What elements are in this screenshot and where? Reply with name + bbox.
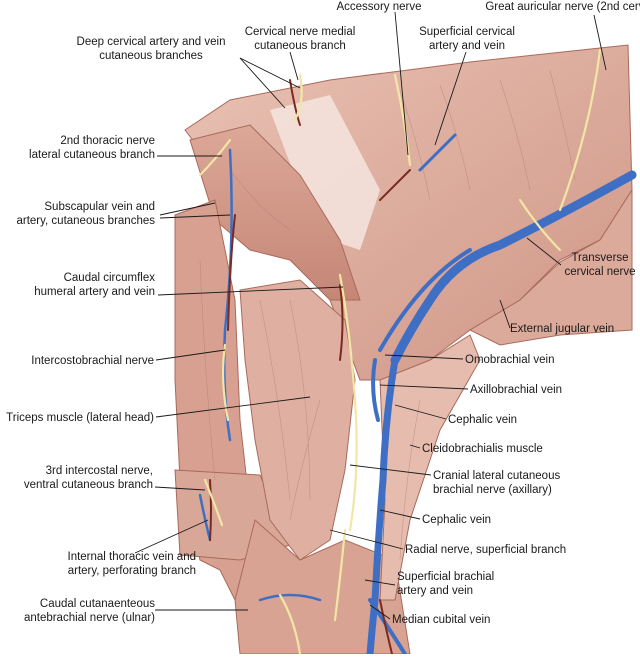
label-internal-thoracic: Internal thoracic vein and artery, perfor… bbox=[68, 551, 197, 577]
label-line: ventral cutaneous branch bbox=[24, 479, 153, 491]
label-transverse-cervical: Transverse cervical nerve bbox=[565, 252, 636, 278]
label-caudal-circumflex: Caudal circumflex humeral artery and vein bbox=[34, 272, 155, 298]
label-line: antebrachial nerve (ulnar) bbox=[24, 612, 155, 624]
cephalic-vein-shape bbox=[366, 356, 399, 658]
forearm bbox=[234, 519, 411, 655]
label-line: Transverse bbox=[571, 252, 628, 264]
label-line: Cervical nerve medial bbox=[245, 26, 356, 38]
label-line: Caudal cutanaenteous bbox=[40, 598, 155, 610]
label-line: artery, cutaneous branches bbox=[16, 215, 155, 227]
label-line: humeral artery and vein bbox=[34, 286, 155, 298]
median-cubital-vein-shape bbox=[368, 598, 407, 656]
label-line: Caudal circumflex bbox=[64, 272, 156, 284]
label-line: External jugular vein bbox=[510, 323, 614, 335]
omobrachial-vein-shape bbox=[378, 248, 472, 352]
label-cranial-lateral: Cranial lateral cutaneous brachial nerve … bbox=[433, 470, 560, 496]
label-line: artery and vein bbox=[429, 40, 505, 52]
muscle-fibres bbox=[199, 69, 576, 561]
label-external-jugular: External jugular vein bbox=[510, 323, 614, 335]
label-line: lateral cutaneous branch bbox=[29, 149, 155, 161]
label-line: Axillobrachial vein bbox=[470, 384, 562, 396]
label-line: Triceps muscle (lateral head) bbox=[6, 412, 154, 424]
leader-lines bbox=[134, 11, 607, 620]
label-radial-nerve: Radial nerve, superficial branch bbox=[405, 544, 566, 556]
axillobrachial-vein-shape bbox=[371, 358, 380, 422]
label-line: artery, perforating branch bbox=[68, 565, 196, 577]
label-intercostobrachial: Intercostobrachial nerve bbox=[31, 355, 154, 367]
label-line: Cephalic vein bbox=[448, 414, 517, 426]
label-superficial-cervical: Superficial cervical artery and vein bbox=[419, 26, 515, 52]
nerves bbox=[198, 48, 602, 656]
label-line: cutaneous branch bbox=[254, 40, 345, 52]
external-jugular-vein-shape bbox=[390, 170, 637, 365]
label-line: 2nd thoracic nerve bbox=[60, 135, 155, 147]
label-superficial-brachial: Superficial brachial artery and vein bbox=[397, 571, 494, 597]
label-line: Omobrachial vein bbox=[465, 354, 554, 366]
label-cephalic-1: Cephalic vein bbox=[448, 414, 517, 426]
label-cephalic-2: Cephalic vein bbox=[422, 514, 491, 526]
veins bbox=[198, 133, 637, 658]
label-cervical-nerve-medial: Cervical nerve medial cutaneous branch bbox=[245, 26, 356, 52]
label-line: Internal thoracic vein and bbox=[68, 551, 197, 563]
label-line: 3rd intercostal nerve, bbox=[46, 465, 153, 477]
triceps-lateral-head bbox=[239, 279, 356, 561]
label-great-auricular: Great auricular nerve (2nd cerv.) bbox=[485, 1, 640, 13]
label-line: brachial nerve (axillary) bbox=[433, 484, 552, 496]
arteries bbox=[209, 79, 411, 655]
label-accessory-nerve: Accessory nerve bbox=[336, 1, 421, 13]
label-line: Median cubital vein bbox=[392, 614, 490, 626]
label-caudal-cutaneous: Caudal cutanaenteous antebrachial nerve (… bbox=[24, 598, 155, 624]
label-line: Great auricular nerve (2nd cerv.) bbox=[485, 1, 640, 13]
label-subscapular: Subscapular vein and artery, cutaneous br… bbox=[16, 201, 155, 227]
label-deep-cervical: Deep cervical artery and vein cutaneous b… bbox=[77, 36, 226, 62]
label-intercostal-3rd: 3rd intercostal nerve, ventral cutaneous … bbox=[24, 465, 153, 491]
label-line: Deep cervical artery and vein bbox=[77, 36, 226, 48]
label-line: cervical nerve bbox=[565, 266, 636, 278]
label-cleidobrachialis: Cleidobrachialis muscle bbox=[422, 443, 543, 455]
label-line: artery and vein bbox=[397, 585, 473, 597]
label-line: Intercostobrachial nerve bbox=[31, 355, 154, 367]
cleidobrachialis-muscle-shape bbox=[379, 334, 481, 601]
label-line: Subscapular vein and bbox=[44, 201, 155, 213]
label-omobrachial: Omobrachial vein bbox=[465, 354, 554, 366]
label-line: cutaneous branches bbox=[99, 50, 203, 62]
label-line: Cranial lateral cutaneous bbox=[433, 470, 560, 482]
label-line: Cephalic vein bbox=[422, 514, 491, 526]
label-line: Superficial brachial bbox=[397, 571, 494, 583]
lower-neck-edge bbox=[468, 188, 633, 346]
label-median-cubital: Median cubital vein bbox=[392, 614, 490, 626]
label-thoracic-2nd: 2nd thoracic nerve lateral cutaneous bran… bbox=[29, 135, 155, 161]
trapezius-aponeurosis bbox=[270, 95, 380, 250]
label-line: Radial nerve, superficial branch bbox=[405, 544, 566, 556]
label-axillobrachial: Axillobrachial vein bbox=[470, 384, 562, 396]
label-line: Cleidobrachialis muscle bbox=[422, 443, 543, 455]
label-triceps: Triceps muscle (lateral head) bbox=[6, 412, 154, 424]
label-line: Superficial cervical bbox=[419, 26, 515, 38]
label-line: Accessory nerve bbox=[336, 1, 421, 13]
label-layer: Deep cervical artery and vein cutaneous b… bbox=[6, 1, 640, 626]
